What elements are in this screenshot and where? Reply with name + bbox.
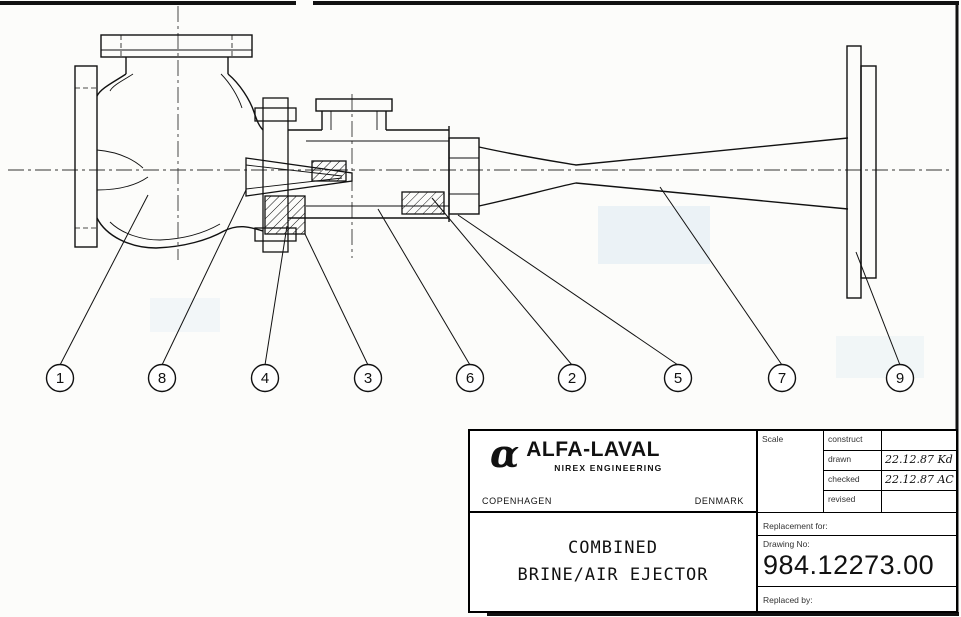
callout-balloon [353, 363, 383, 393]
title-block-right: Scale construct drawn 22.12.87 Kd checke… [758, 431, 956, 611]
scan-artifacts [150, 206, 924, 378]
diffuser-assembly [448, 45, 877, 299]
replacement-for-label: Replacement for: [763, 520, 828, 531]
callout-balloon [663, 363, 693, 393]
replaced-by-cell: Replaced by: [758, 587, 956, 611]
suction-chamber [74, 34, 264, 249]
callout-balloon [557, 363, 587, 393]
drawing-title: COMBINED BRINE/AIR EJECTOR [470, 513, 756, 611]
callout-number: 8 [158, 370, 166, 387]
division-name: NIREX ENGINEERING [554, 463, 663, 473]
alfa-laval-logo-icon: α [490, 430, 520, 476]
drawing-no-cell: Drawing No: 984.12273.00 [758, 536, 956, 587]
construct-label: construct [824, 431, 882, 452]
drawn-value: 22.12.87 Kd [882, 451, 956, 472]
callout-balloon [455, 363, 485, 393]
callout-number: 7 [778, 370, 786, 387]
revised-value [882, 491, 956, 511]
revision-table: Scale construct drawn 22.12.87 Kd checke… [758, 431, 956, 513]
callout-number: 6 [466, 370, 474, 387]
callout-balloon [250, 363, 280, 393]
company-name: ALFA-LAVAL [526, 438, 660, 461]
drawing-title-line1: COMBINED [568, 537, 658, 558]
callout-number: 5 [674, 370, 682, 387]
callout-balloon [45, 363, 75, 393]
construct-value [882, 431, 956, 452]
checked-value: 22.12.87 AC [882, 471, 956, 492]
replacement-for-cell: Replacement for: [758, 513, 956, 536]
drawing-no-label: Drawing No: [763, 538, 810, 549]
scale-cell: Scale [758, 431, 824, 512]
revised-label: revised [824, 491, 882, 512]
callout-number: 1 [56, 370, 64, 387]
country-label: DENMARK [694, 496, 744, 506]
drawn-label: drawn [824, 451, 882, 472]
checked-label: checked [824, 471, 882, 492]
replaced-by-label: Replaced by: [763, 595, 813, 605]
company-location: COPENHAGEN DENMARK [480, 496, 746, 508]
company-logo-area: α ALFA-LAVAL NIREX ENGINEERING COPENHAGE… [470, 431, 756, 513]
callout-leaders [59, 186, 901, 366]
centerlines [8, 6, 950, 260]
city-label: COPENHAGEN [482, 496, 553, 506]
callout-balloon [767, 363, 797, 393]
title-block-left: α ALFA-LAVAL NIREX ENGINEERING COPENHAGE… [470, 431, 758, 611]
drawing-title-line2: BRINE/AIR EJECTOR [517, 565, 709, 585]
callout-balloons: 1 8 4 3 6 2 5 7 9 [45, 363, 915, 393]
title-block: α ALFA-LAVAL NIREX ENGINEERING COPENHAGE… [468, 429, 958, 613]
callout-number: 4 [261, 370, 269, 387]
callout-number: 2 [568, 370, 576, 387]
callout-number: 3 [364, 370, 372, 387]
nozzle-assembly [245, 97, 445, 253]
scale-label: Scale [762, 434, 784, 444]
callout-number: 9 [896, 370, 904, 387]
callout-balloon [147, 363, 177, 393]
drawing-number: 984.12273.00 [763, 549, 935, 580]
callout-balloon [885, 363, 915, 393]
